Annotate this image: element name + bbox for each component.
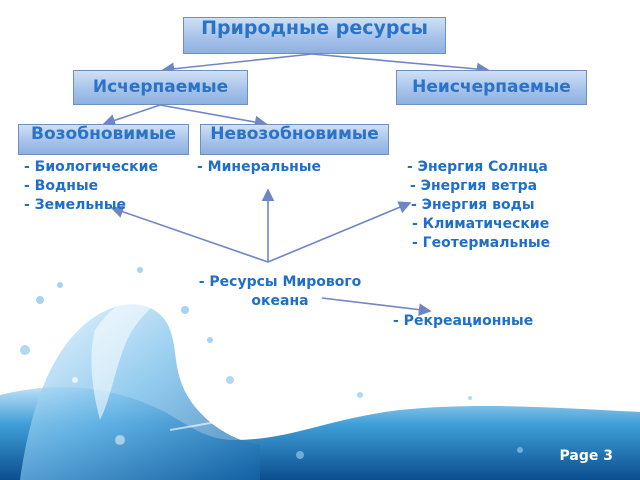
root-label: Природные ресурсы bbox=[201, 17, 428, 39]
nonrenewable-list: - Минеральные bbox=[197, 158, 321, 177]
exhaustible-box: Исчерпаемые bbox=[73, 70, 248, 105]
list-item: - Энергия Солнца bbox=[407, 159, 548, 175]
nonrenewable-box: Невозобновимые bbox=[200, 124, 389, 155]
list-item: - Геотермальные bbox=[412, 235, 551, 251]
list-item: - Минеральные bbox=[197, 159, 321, 175]
nonrenewable-label: Невозобновимые bbox=[210, 124, 379, 144]
renewable-list: - Биологические - Водные - Земельные bbox=[24, 158, 158, 215]
inexhaustible-label: Неисчерпаемые bbox=[412, 77, 571, 97]
list-item: - Климатические bbox=[412, 216, 550, 232]
ocean-line-2: океана bbox=[251, 293, 309, 309]
ocean-resources: - Ресурсы Мирового океана bbox=[180, 273, 380, 311]
arrow-ocean-to-energy bbox=[267, 201, 412, 263]
renewable-box: Возобновимые bbox=[18, 124, 189, 155]
recreational-item: - Рекреационные bbox=[393, 313, 534, 329]
list-item: - Энергия воды bbox=[411, 197, 535, 213]
list-item: - Земельные bbox=[24, 197, 126, 213]
arrow-ocean-to-recreational bbox=[321, 297, 432, 317]
renewable-label: Возобновимые bbox=[31, 124, 176, 144]
list-item: - Энергия ветра bbox=[410, 178, 538, 194]
arrow-exhaustible-to-nonrenewable bbox=[159, 104, 268, 129]
inexhaustible-box: Неисчерпаемые bbox=[396, 70, 587, 105]
arrow-exhaustible-to-renewable bbox=[102, 104, 161, 127]
arrow-root-to-inexhaustible bbox=[311, 53, 490, 76]
ocean-line-1: - Ресурсы Мирового bbox=[198, 274, 362, 290]
page-number-label: Page 3 bbox=[559, 448, 613, 464]
list-item: - Водные bbox=[24, 178, 99, 194]
exhaustible-label: Исчерпаемые bbox=[92, 77, 229, 97]
arrow-ocean-to-renewable bbox=[110, 205, 269, 263]
arrow-root-to-exhaustible bbox=[161, 53, 313, 76]
list-item: - Биологические bbox=[24, 159, 158, 175]
root-box: Природные ресурсы bbox=[183, 17, 446, 54]
inexhaustible-list: - Энергия Солнца - Энергия ветра - Энерг… bbox=[407, 158, 550, 253]
